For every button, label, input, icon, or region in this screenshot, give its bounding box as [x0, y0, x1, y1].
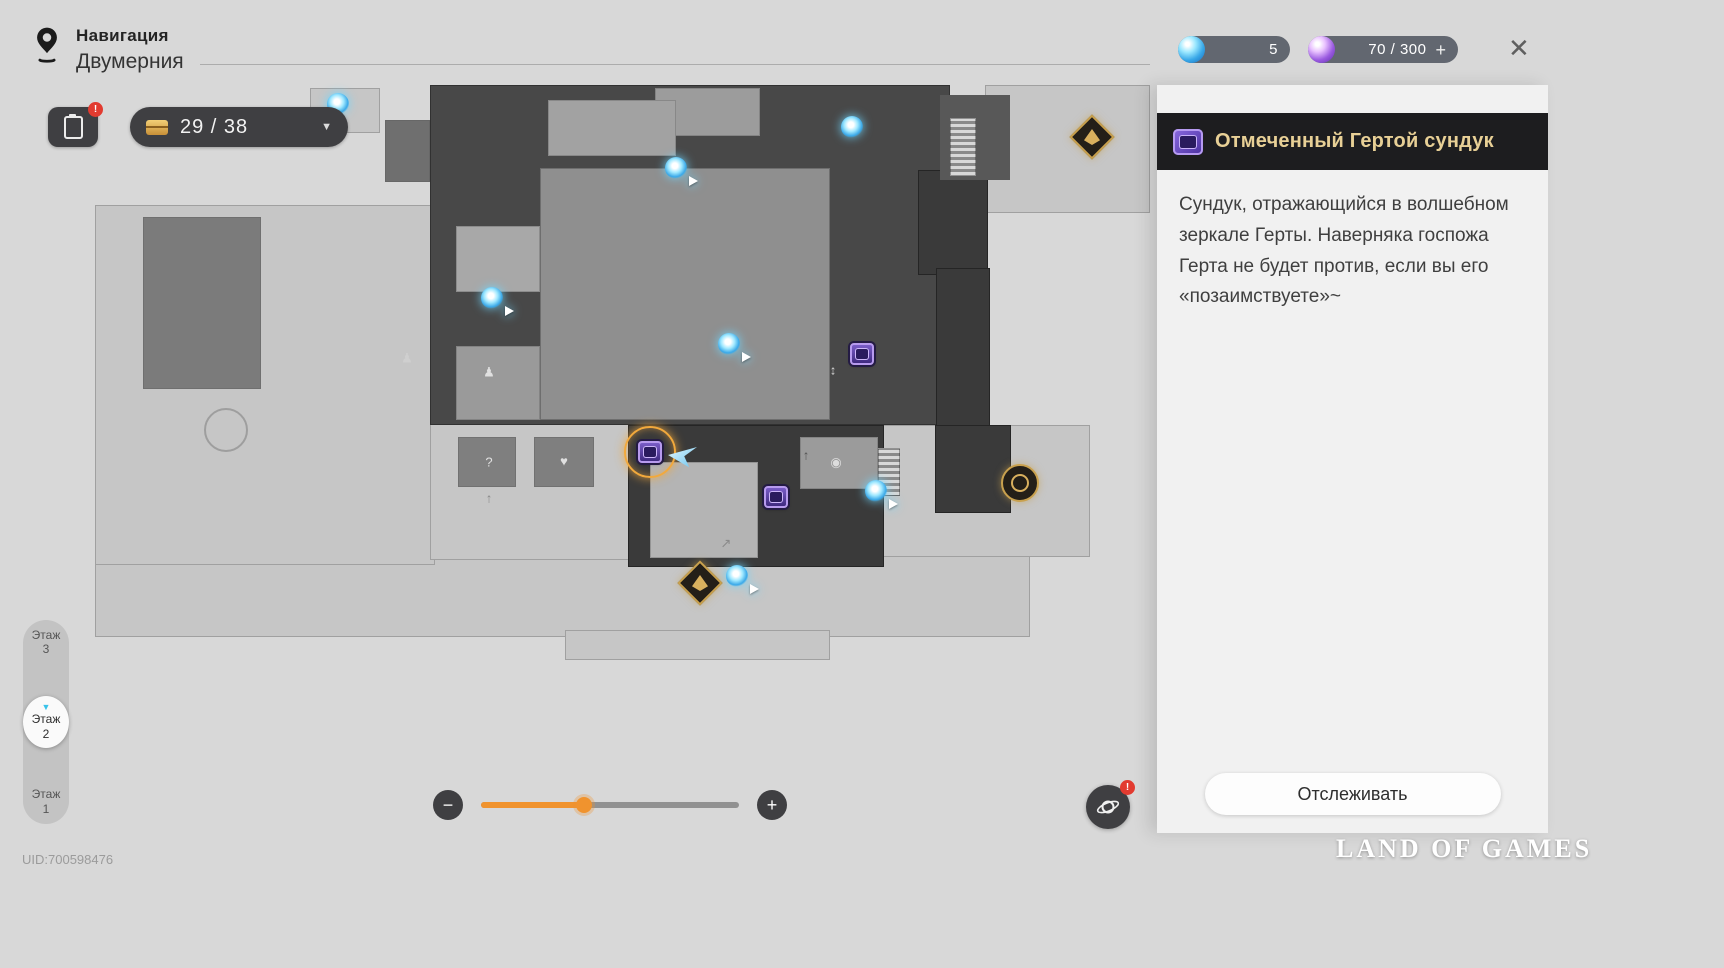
- custom-flag-icon: [889, 499, 898, 509]
- travel-log-button[interactable]: !: [1086, 780, 1135, 829]
- map-marker-warp-icon[interactable]: [718, 333, 751, 362]
- map-area: [456, 226, 540, 292]
- region-name: Двумерния: [76, 50, 184, 73]
- map-glyph: ↑: [802, 447, 810, 463]
- map-area: [534, 437, 594, 487]
- custom-flag-icon: [742, 352, 751, 362]
- currency-value: 5: [1269, 41, 1278, 58]
- map-area: [985, 85, 1150, 213]
- map-marker-chest-icon[interactable]: [764, 486, 788, 508]
- map-marker-warp-icon[interactable]: [841, 116, 863, 138]
- detail-description: Сундук, отражающийся в волшебном зеркале…: [1179, 194, 1509, 308]
- page-title: Навигация: [76, 26, 169, 45]
- zoom-out-button[interactable]: −: [433, 790, 463, 820]
- map-glyph: ↑: [485, 490, 493, 506]
- custom-flag-icon: [750, 584, 759, 594]
- detail-title: Отмеченный Гертой сундук: [1215, 130, 1494, 152]
- header-divider: [200, 64, 1150, 65]
- detail-panel: Отмеченный Гертой сундук Сундук, отражаю…: [1157, 85, 1548, 833]
- zoom-slider-fill: [481, 802, 585, 808]
- chest-counter-dropdown[interactable]: 29 / 38 ▼: [130, 107, 348, 147]
- track-button[interactable]: Отслеживать: [1204, 773, 1501, 815]
- floor-item-1[interactable]: Этаж 1: [31, 787, 61, 816]
- map-area: [143, 217, 261, 389]
- map-marker-warp-icon[interactable]: [665, 157, 698, 186]
- map-glyph: ?: [485, 454, 493, 470]
- close-button[interactable]: ✕: [1508, 33, 1530, 63]
- floor-item-3[interactable]: Этаж 3: [31, 628, 61, 657]
- map-glyph: ♥: [560, 453, 568, 469]
- map-glyph: ♟: [483, 364, 495, 380]
- map-area: [650, 462, 758, 558]
- selected-floor-icon: ▼: [41, 702, 51, 713]
- map-area: [800, 437, 878, 489]
- watermark: LAND OF GAMES: [1336, 834, 1593, 863]
- map-glyph: ↕: [829, 362, 837, 378]
- currency-pill-secondary: 70 / 300 +: [1308, 36, 1458, 63]
- map-glyph: ♟: [401, 350, 413, 366]
- zoom-in-button[interactable]: +: [757, 790, 787, 820]
- map-marker-warp-icon[interactable]: [865, 480, 898, 509]
- chevron-down-icon[interactable]: ▼: [321, 121, 332, 133]
- location-pin-icon: [37, 27, 57, 63]
- map-marker-gold-circle-icon[interactable]: [1001, 464, 1039, 502]
- stairs-icon: [950, 118, 976, 176]
- uid-label: UID:700598476: [22, 852, 114, 867]
- floor-item-2-selected[interactable]: ▼ Этаж 2: [23, 696, 69, 748]
- custom-flag-icon: [689, 176, 698, 186]
- detail-panel-header: Отмеченный Гертой сундук: [1157, 113, 1548, 170]
- map-glyph: ◉: [830, 454, 842, 470]
- nav-header: Навигация Двумерния: [30, 26, 184, 74]
- currency-orb-icon: [1178, 36, 1205, 63]
- zoom-control: − +: [433, 788, 787, 822]
- chest-counter-value: 29 / 38: [180, 115, 249, 138]
- map-area: [385, 120, 430, 182]
- quest-log-button[interactable]: !: [48, 102, 103, 147]
- map-area: [565, 630, 830, 660]
- chest-icon: [146, 119, 168, 135]
- map-area: [458, 437, 516, 487]
- map-area: [204, 408, 248, 452]
- planet-icon: [1096, 800, 1120, 814]
- zoom-slider-handle[interactable]: [576, 797, 593, 813]
- floor-selector: Этаж 3 ▼ Этаж 2 Этаж 1: [23, 620, 69, 824]
- currency-orb-icon: [1308, 36, 1335, 63]
- notification-badge: !: [88, 102, 103, 117]
- currency-value: 70 / 300: [1368, 41, 1427, 58]
- map-glyph: ↗: [720, 535, 732, 551]
- map-marker-chest-selected-icon[interactable]: [638, 441, 662, 463]
- map-marker-chest-icon[interactable]: [850, 343, 874, 365]
- notification-badge: !: [1120, 780, 1135, 795]
- currency-pill-primary: 5: [1178, 36, 1290, 63]
- map-marker-warp-icon[interactable]: [726, 565, 759, 594]
- custom-flag-icon: [505, 306, 514, 316]
- mirror-chest-icon: [1173, 128, 1203, 155]
- zoom-slider-track[interactable]: [481, 797, 739, 813]
- add-currency-button[interactable]: +: [1435, 39, 1446, 60]
- map-marker-warp-icon[interactable]: [481, 287, 514, 316]
- map-area: [548, 100, 676, 156]
- map-area: [456, 346, 540, 420]
- map-area: [540, 168, 830, 420]
- map-marker-gold-diamond-icon[interactable]: [677, 560, 723, 606]
- map-area: [936, 268, 990, 438]
- clipboard-icon: [63, 113, 83, 139]
- map-marker-gold-diamond-icon[interactable]: [1069, 114, 1115, 160]
